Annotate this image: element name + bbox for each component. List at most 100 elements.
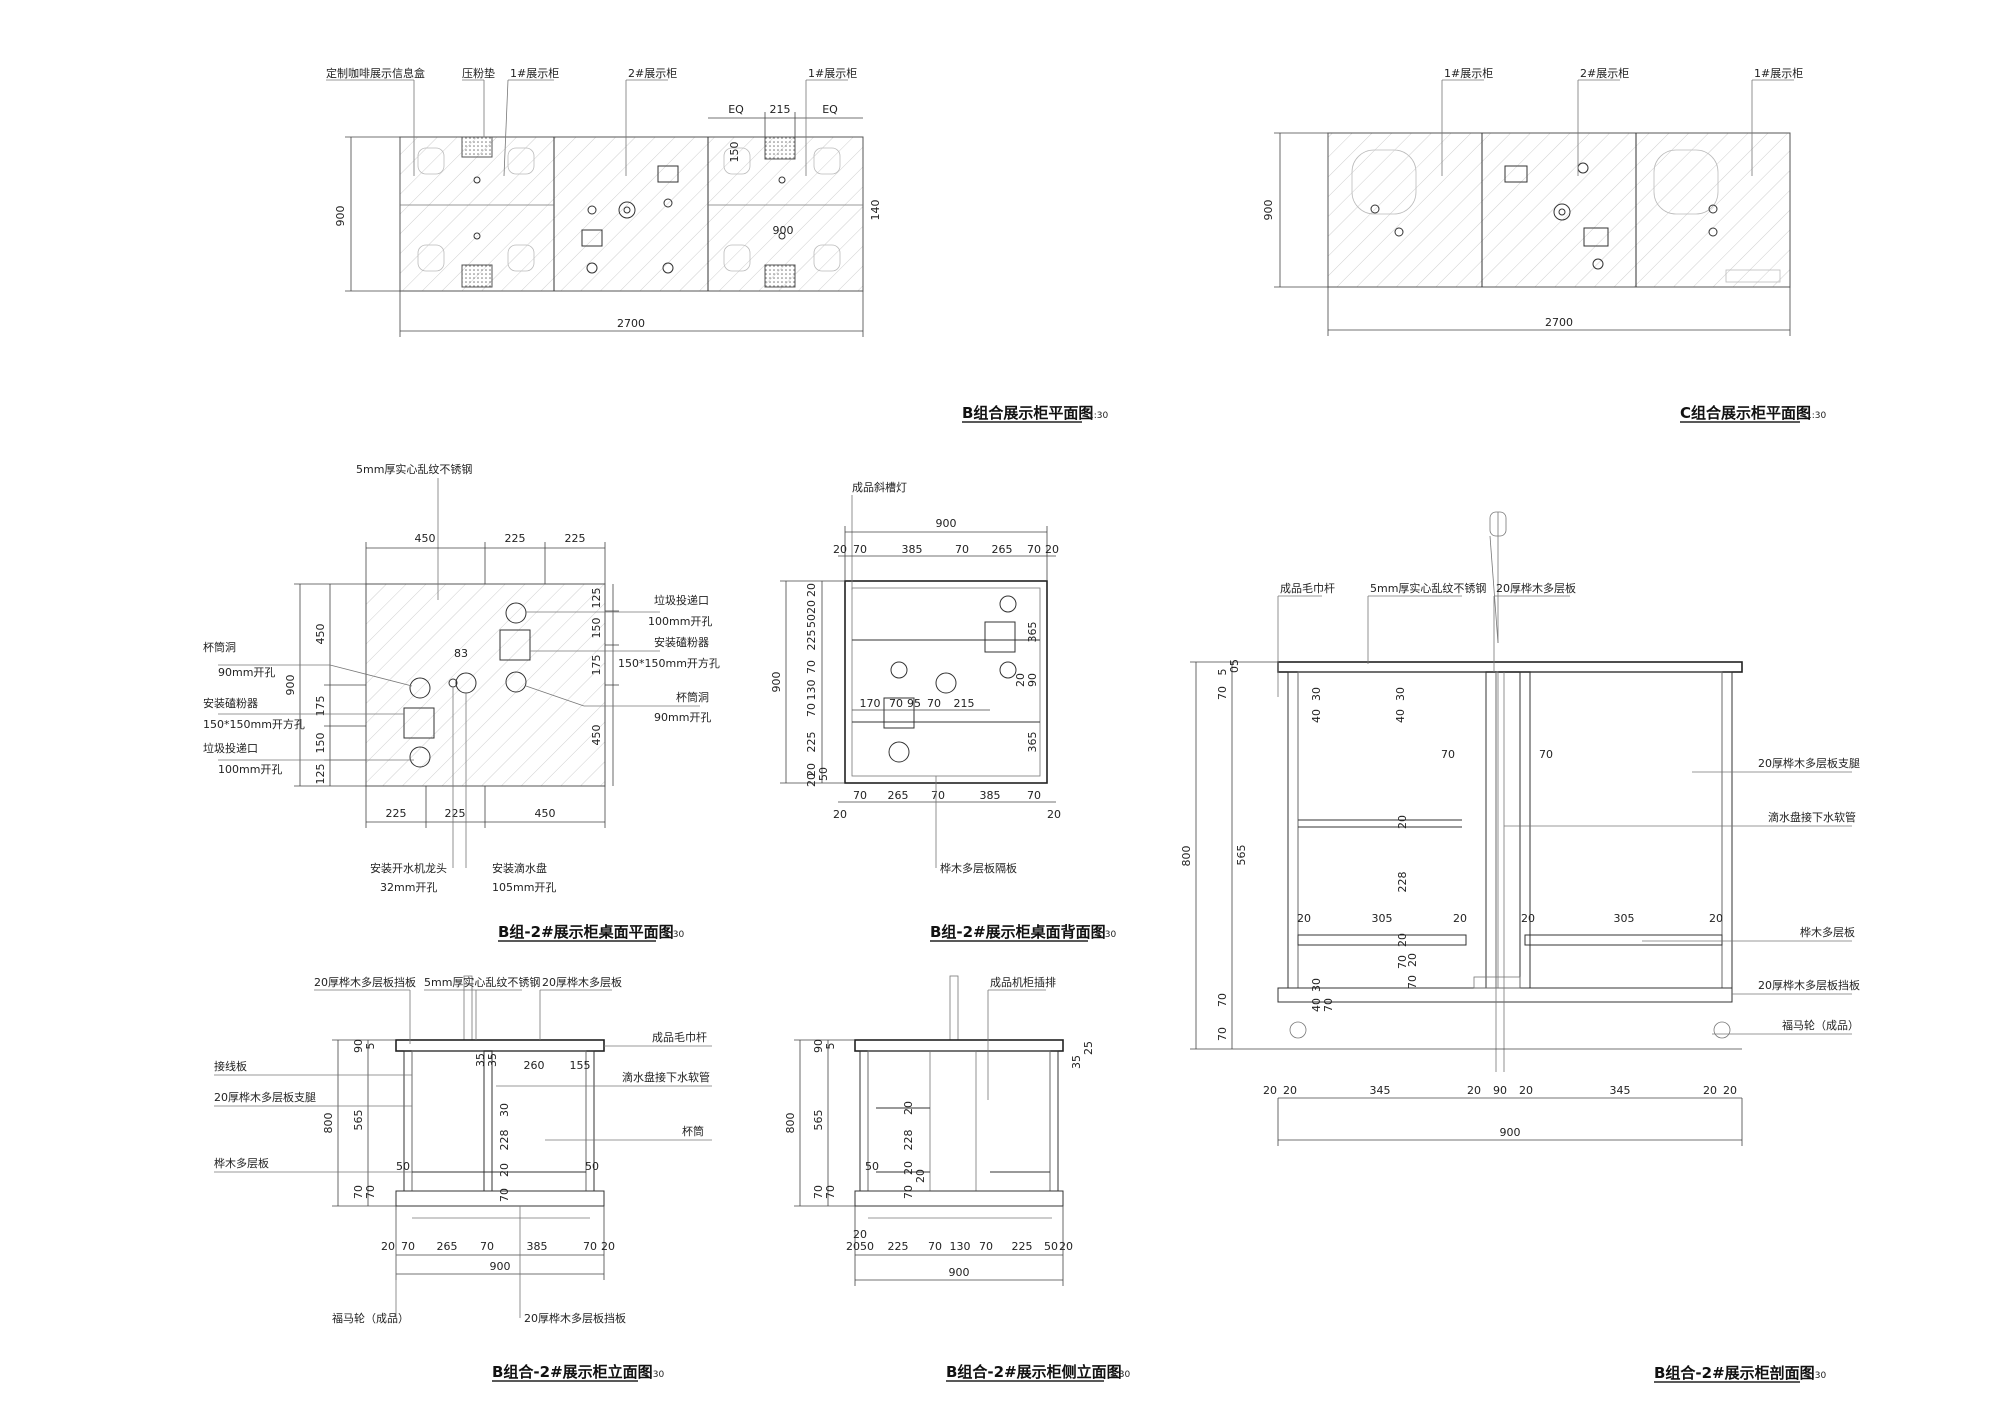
b2-back-view: 成品斜槽灯 900 20 70 385 70 265 70 20 70 265 … (770, 481, 1061, 875)
section-dim: 40 (1310, 998, 1323, 1012)
section-dim: 5 (1216, 669, 1229, 676)
b2-top-dim: 450 (535, 807, 556, 820)
side-dim: 50 (860, 1240, 874, 1253)
side-dim: 90 (812, 1039, 825, 1053)
b2-top-label: 32mm开孔 (380, 881, 437, 894)
front-total-h: 800 (322, 1113, 335, 1134)
b-plan-eq2: EQ (822, 103, 838, 116)
b-plan-height-dim: 900 (334, 206, 347, 227)
b-plan-width-dim: 2700 (617, 317, 645, 330)
section-dim: 20 (1467, 1084, 1481, 1097)
section-dim: 70 (1406, 975, 1419, 989)
front-dim: 90 (352, 1039, 365, 1053)
b2-back-dim: 225 (805, 630, 818, 651)
section-dim: 40 (1310, 709, 1323, 723)
b2-back-dim: 50 (817, 767, 830, 781)
b2-top-view: 5mm厚实心乱纹不锈钢 450 225 225 225 225 450 450 … (203, 462, 720, 894)
b-plan-view: 900 2700 EQ 215 EQ 150 900 140 定制咖啡展示信息盒… (326, 66, 882, 337)
side-dim: 50 (865, 1160, 879, 1173)
b2-back-dim: 20 (805, 583, 818, 597)
b2-top-label: 105mm开孔 (492, 881, 556, 894)
section-dim: 20 (1396, 933, 1409, 947)
b2-back-dim: 20 (833, 543, 847, 556)
front-label-left: 桦木多层板 (214, 1156, 269, 1170)
side-label-top: 成品机柜插排 (990, 975, 1056, 989)
side-dim: 70 (902, 1185, 915, 1199)
b2-back-dim: 265 (888, 789, 909, 802)
section-top-plate (1277, 661, 1743, 673)
b2-top-outline (365, 583, 606, 787)
b2-top-dim: 225 (565, 532, 586, 545)
side-dim: 565 (812, 1110, 825, 1131)
section-dim: 05 (1228, 659, 1241, 673)
b-plan-title: B组合展示柜平面图 (962, 404, 1093, 422)
b-plan-label-1: 1#展示柜 (510, 67, 559, 80)
b2-back-dim: 70 (889, 697, 903, 710)
side-dim: 50 (1044, 1240, 1058, 1253)
b2-back-dim: 20 (1014, 673, 1027, 687)
section-dim: 20 (1453, 912, 1467, 925)
side-total-w: 900 (949, 1266, 970, 1279)
b2-back-dim: 265 (992, 543, 1013, 556)
front-dim: 30 (498, 1103, 511, 1117)
b2-back-dim: 20 (833, 808, 847, 821)
side-dim: 70 (812, 1185, 825, 1199)
b2-top-label: 安装磕粉器 (654, 635, 709, 649)
front-dim: 228 (498, 1130, 511, 1151)
tamper-pad (461, 136, 493, 158)
front-label-top: 20厚桦木多层板 (542, 975, 622, 989)
section-dim: 70 (1441, 748, 1455, 761)
tamper-pad (461, 264, 493, 288)
front-label-left: 接线板 (214, 1059, 247, 1073)
c-plan-label-2: 2#展示柜 (1580, 67, 1629, 80)
front-dim: 385 (527, 1240, 548, 1253)
b2-back-dim: 20 (805, 773, 818, 787)
section-label-right: 桦木多层板 (1800, 925, 1855, 939)
front-dim: 5 (364, 1043, 377, 1050)
b2-back-dim: 95 (907, 697, 921, 710)
b2-top-label: 杯筒洞 (676, 690, 709, 704)
b2-back-title: B组-2#展示柜桌面背面图 (930, 923, 1106, 941)
side-total-h: 800 (784, 1113, 797, 1134)
front-dim: 70 (583, 1240, 597, 1253)
b-plan-label-2: 2#展示柜 (628, 67, 677, 80)
b2-back-lamp: 成品斜槽灯 (852, 481, 907, 494)
section-dim: 20 (1396, 815, 1409, 829)
side-dim: 70 (824, 1185, 837, 1199)
b2-top-label: 垃圾投递口 (203, 741, 258, 755)
scale-label: 1:30 (1096, 930, 1116, 940)
c-plan-label-1: 1#展示柜 (1444, 67, 1493, 80)
front-dim: 70 (480, 1240, 494, 1253)
front-dim: 565 (352, 1110, 365, 1131)
side-dim: 70 (928, 1240, 942, 1253)
side-dim: 130 (950, 1240, 971, 1253)
b2-top-dim: 450 (590, 725, 603, 746)
b2-top-dim: 900 (284, 675, 297, 696)
b2-back-dim: 5020 (805, 600, 818, 628)
side-top-plate (854, 1039, 1064, 1052)
section-dim: 70 (1539, 748, 1553, 761)
b2-back-dim: 20 (805, 763, 818, 777)
b2-back-dim: 70 (853, 543, 867, 556)
side-dim: 225 (1012, 1240, 1033, 1253)
side-dim: 5 (824, 1043, 837, 1050)
side-dim: 20 (846, 1240, 860, 1253)
section-dim: 20 (1709, 912, 1723, 925)
front-dim: 20 (498, 1163, 511, 1177)
section-dim: 40 (1394, 709, 1407, 723)
b-plan-label-info-box: 定制咖啡展示信息盒 (326, 66, 425, 80)
b2-back-dim: 20 (1047, 808, 1061, 821)
front-dim: 50 (585, 1160, 599, 1173)
b2-top-dim: 125 (590, 588, 603, 609)
b2-top-dim: 175 (314, 696, 327, 717)
b2-back-dim: 20 (1045, 543, 1059, 556)
section-total-h: 800 (1180, 846, 1193, 867)
side-dim: 20 (902, 1101, 915, 1115)
b2-side-view: 900 20 20 50 225 70 130 70 225 50 20 800… (784, 975, 1095, 1286)
section-dim: 20 (1519, 1084, 1533, 1097)
section-label-right: 20厚桦木多层板挡板 (1758, 978, 1860, 992)
section-dim: 70 (1216, 686, 1229, 700)
side-dim: 25 (1082, 1041, 1095, 1055)
section-total-w: 900 (1500, 1126, 1521, 1139)
scale-label: 1:30 (1110, 1370, 1130, 1380)
